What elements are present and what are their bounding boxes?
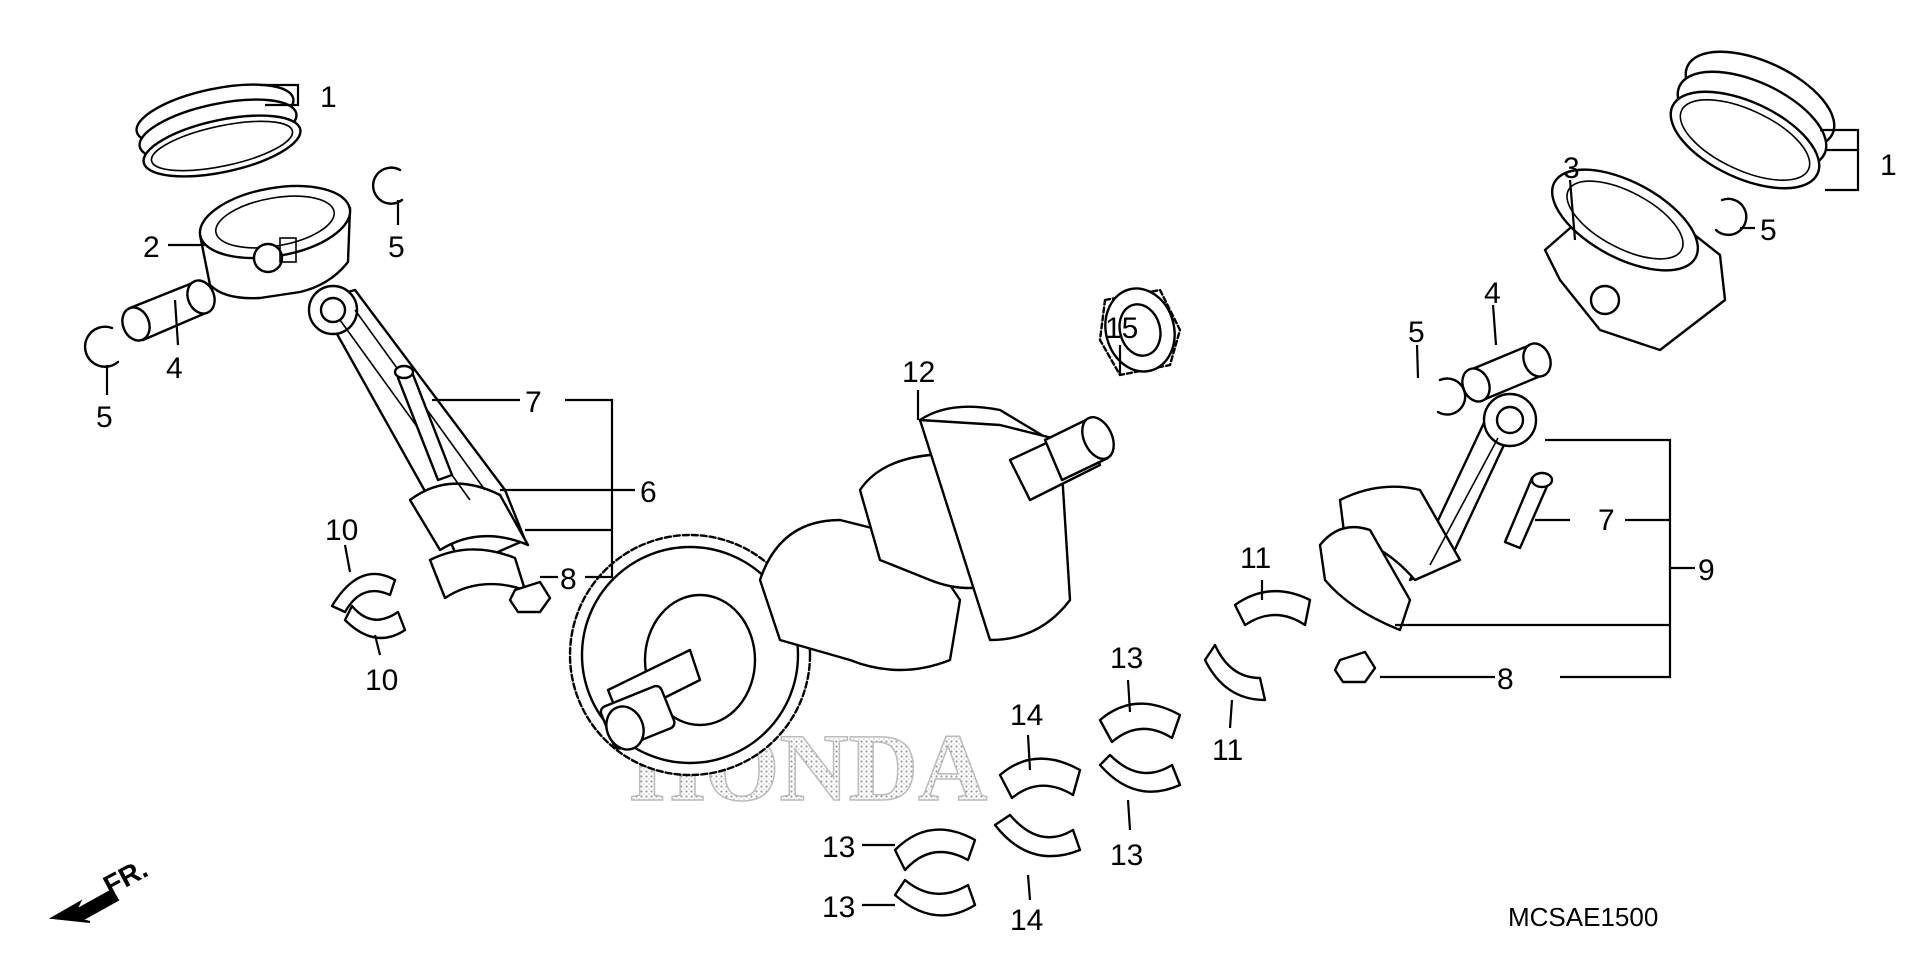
callout-3: 3 (1563, 152, 1580, 185)
piston-pin-left (121, 279, 216, 342)
callout-6: 6 (640, 476, 657, 509)
callout-14: 14 (1010, 699, 1043, 732)
callout-5: 5 (1408, 316, 1425, 349)
piston-rings-left (135, 83, 302, 178)
main-bearing-14-upper (998, 757, 1082, 800)
callout-7: 7 (1598, 504, 1615, 537)
callout-11: 11 (1240, 542, 1271, 575)
callout-8: 8 (560, 563, 577, 596)
main-bearing-13-lower-right (1098, 753, 1182, 793)
rod-bolt-left (393, 364, 454, 482)
sprocket (1098, 287, 1182, 377)
callout-13: 13 (1110, 642, 1143, 675)
callout-11: 11 (1212, 734, 1243, 767)
callout-1: 1 (320, 81, 337, 114)
rod-bearing-right-upper (1233, 590, 1312, 627)
main-bearing-14-lower (993, 813, 1082, 858)
callout-5: 5 (1760, 214, 1777, 247)
callout-12: 12 (902, 356, 935, 389)
callout-1: 1 (1880, 149, 1897, 182)
circlip-left-inner (371, 166, 404, 205)
connecting-rod-left (307, 284, 530, 600)
piston-left (198, 184, 352, 300)
circlip-right-outer (1714, 197, 1748, 237)
callout-10: 10 (365, 664, 398, 697)
leader-lines (105, 83, 1860, 907)
main-bearing-13-upper-left (893, 828, 977, 872)
rod-bearing-left-lower (343, 604, 407, 640)
rod-bearing-left-upper (330, 572, 397, 614)
callout-labels: 1 1 2 3 4 4 5 5 5 5 6 7 7 8 8 9 10 10 11… (96, 81, 1897, 937)
callout-4: 4 (166, 352, 183, 385)
piston-rings-right (1669, 50, 1836, 190)
circlip-right-inner (1436, 377, 1467, 416)
circlip-left-outer (83, 325, 120, 368)
rod-bearing-right-lower (1203, 643, 1267, 702)
callout-5: 5 (388, 231, 405, 264)
main-bearing-13-upper-right (1098, 702, 1182, 744)
rod-nut-right (1333, 650, 1377, 684)
callout-13: 13 (822, 831, 855, 864)
piston-right (1543, 168, 1727, 352)
main-bearing-13-lower-left (893, 878, 977, 917)
callout-2: 2 (143, 231, 160, 264)
callout-4: 4 (1484, 277, 1501, 310)
figure-code: MCSAE1500 (1508, 902, 1658, 932)
callout-7: 7 (525, 386, 542, 419)
connecting-rod-right (1318, 392, 1538, 632)
crankshaft (568, 405, 1115, 777)
piston-pin-right (1461, 342, 1552, 403)
callout-5: 5 (96, 401, 113, 434)
callout-15: 15 (1105, 312, 1138, 345)
rod-bolt-right (1503, 471, 1554, 550)
callout-13: 13 (822, 891, 855, 924)
callout-14: 14 (1010, 904, 1043, 937)
front-arrow: FR. (48, 853, 153, 923)
callout-13: 13 (1110, 839, 1143, 872)
callout-9: 9 (1698, 554, 1715, 587)
rod-nut-left (508, 580, 552, 614)
callout-10: 10 (325, 514, 358, 547)
callout-8: 8 (1497, 663, 1514, 696)
